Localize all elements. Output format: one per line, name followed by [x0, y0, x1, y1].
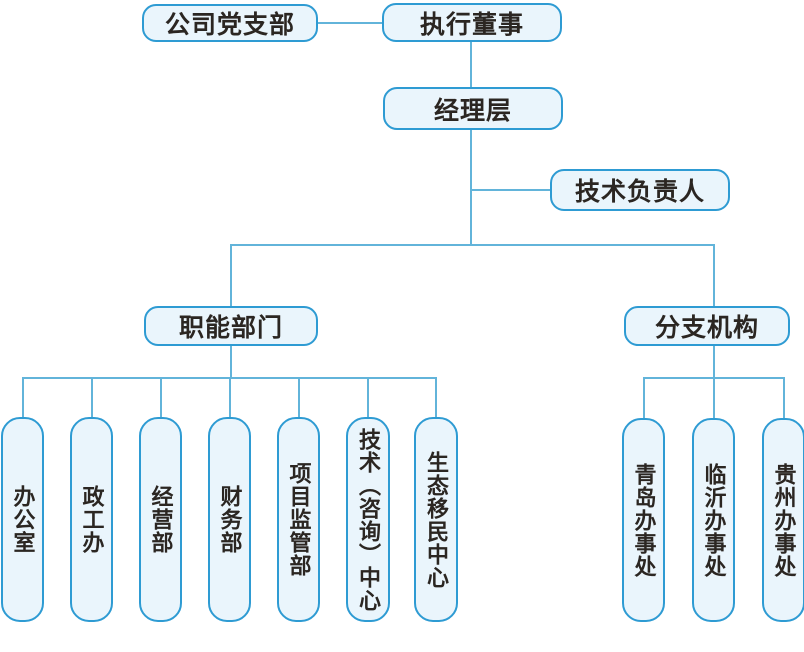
connector-main-split [230, 244, 715, 246]
node-branch-offices: 分支机构 [624, 306, 790, 346]
node-qingdao-office: 青岛办事处 [622, 418, 665, 622]
node-guizhou-office: 贵州办事处 [762, 418, 804, 622]
node-party-branch: 公司党支部 [142, 4, 318, 42]
node-linyi-office: 临沂办事处 [692, 418, 735, 622]
connector-functional-to-rail [230, 344, 232, 378]
connector-drop-dept-3 [229, 377, 231, 418]
node-technical-lead: 技术负责人 [550, 169, 730, 211]
node-office: 办公室 [1, 417, 44, 622]
node-management-level: 经理层 [383, 87, 563, 130]
connector-drop-branch-0 [643, 377, 645, 419]
node-political-work-office: 政工办 [70, 417, 113, 622]
connector-drop-branch-2 [783, 377, 785, 419]
node-functional-departments: 职能部门 [144, 306, 318, 346]
connector-drop-dept-6 [435, 377, 437, 418]
connector-drop-dept-2 [160, 377, 162, 418]
node-project-supervision-dept: 项目监管部 [277, 417, 320, 622]
connector-branches-to-rail [713, 344, 715, 378]
connector-to-technical-lead [471, 189, 551, 191]
connector-management-down [470, 129, 472, 246]
connector-director-to-management [470, 41, 472, 88]
node-eco-migration-center: 生态移民中心 [414, 417, 458, 622]
node-operations-dept: 经营部 [139, 417, 182, 622]
connector-drop-dept-0 [22, 377, 24, 418]
node-tech-consulting-center: 技术（咨询）中心 [346, 417, 390, 622]
connector-drop-branches [713, 244, 715, 307]
connector-drop-branch-1 [713, 377, 715, 419]
connector-party-to-director [318, 22, 382, 24]
node-executive-director: 执行董事 [382, 3, 562, 42]
connector-drop-dept-4 [298, 377, 300, 418]
node-finance-dept: 财务部 [208, 417, 251, 622]
connector-drop-dept-5 [367, 377, 369, 418]
connector-drop-dept-1 [91, 377, 93, 418]
connector-drop-functional [230, 244, 232, 307]
